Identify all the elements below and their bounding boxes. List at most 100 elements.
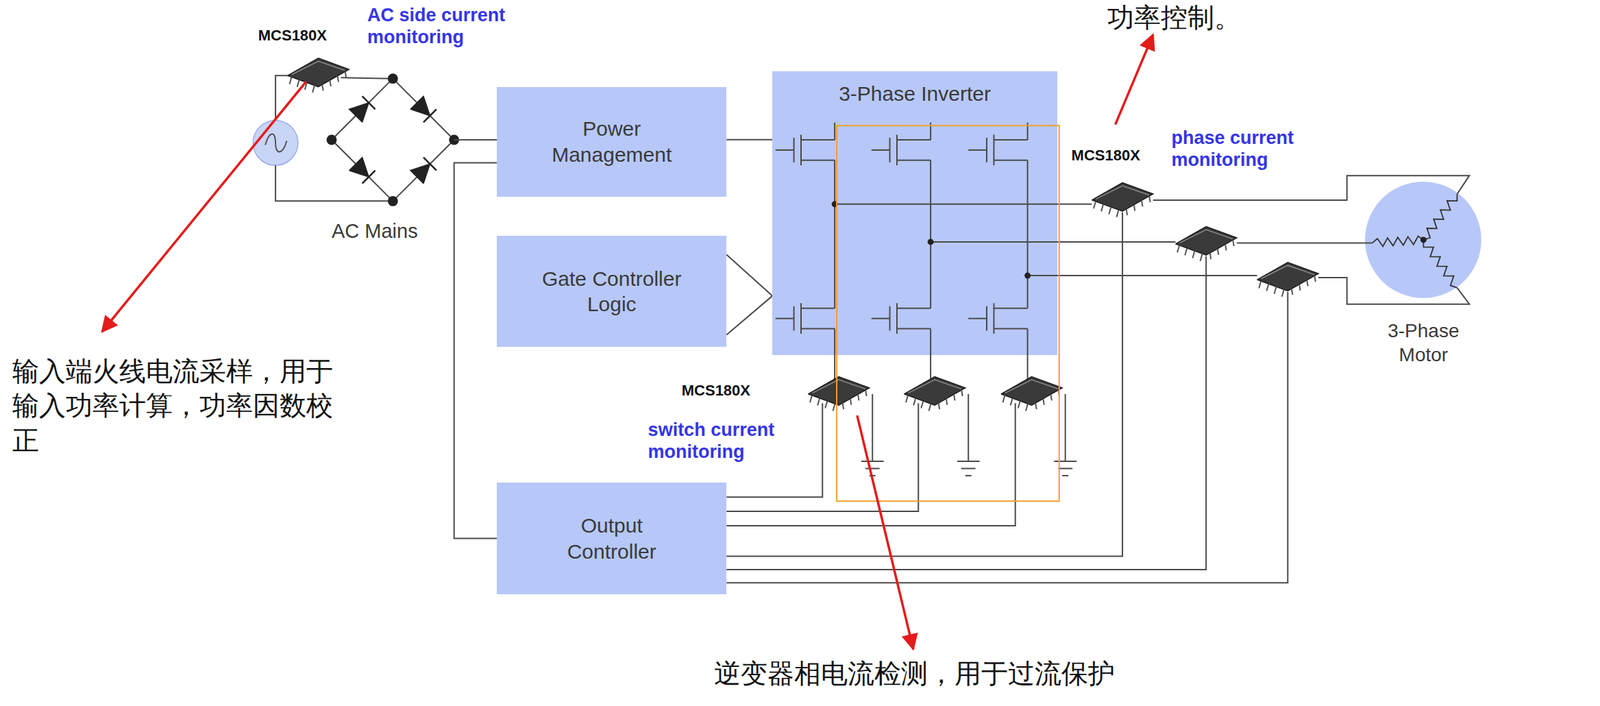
- sensor-chip-pin: [1232, 239, 1234, 246]
- sensor-chip-pin: [1101, 204, 1104, 212]
- callout-note: 输入端火线电流采样，用于 输入功率计算，功率因数校 正: [12, 354, 344, 459]
- sensor-chip-pin: [1126, 208, 1128, 216]
- sensor-chip-body: [1001, 376, 1063, 405]
- mains-wire: [275, 75, 292, 121]
- motor-wire: [1236, 241, 1373, 244]
- box-label: Power Management: [536, 115, 688, 168]
- wire-connector: [454, 163, 498, 539]
- sensor-chip-pin: [1018, 400, 1021, 408]
- mosfet-drain: [993, 139, 1028, 141]
- block-title: 3-Phase Inverter: [838, 80, 991, 107]
- mosfet-drain: [993, 307, 1028, 310]
- sensor-chip-pin: [337, 76, 339, 83]
- sensor-chip-pin: [961, 389, 963, 397]
- inverter-leg: [1027, 328, 1029, 380]
- mosfet-drain: [801, 139, 835, 141]
- sensor-chip-top: [291, 60, 345, 75]
- part-name: MCS180X: [681, 381, 751, 400]
- sensor-chip-body: [903, 376, 965, 405]
- diode-symbol: [410, 95, 430, 116]
- sensor-chip-pin: [1141, 200, 1143, 207]
- sensor-chip-pin: [1149, 195, 1150, 203]
- sensor-chip-pin: [913, 398, 916, 405]
- inverter-leg: [929, 122, 932, 140]
- sensor-chip-pin: [1217, 248, 1219, 255]
- process-box: Power Management: [496, 87, 727, 198]
- sensor-chip-pin: [1002, 395, 1005, 403]
- function-label: switch current monitoring: [648, 418, 813, 464]
- mosfet-gate: [986, 306, 988, 331]
- source-label: AC Mains: [331, 219, 418, 244]
- inverter-leg: [833, 328, 836, 380]
- sensor-chip-pin: [345, 71, 347, 78]
- sensor-chip-pin: [809, 395, 812, 403]
- rectifier-output-wire: [454, 139, 498, 141]
- inverter-leg: [929, 328, 932, 380]
- junction-dot: [448, 134, 460, 146]
- ground-symbol: [1053, 460, 1077, 462]
- diode-symbol: [349, 102, 369, 122]
- ground-wire: [1064, 394, 1067, 462]
- sensor-chip-pin: [817, 398, 820, 405]
- process-box: Output Controller: [496, 482, 727, 594]
- function-label: phase current monitoring: [1171, 126, 1337, 172]
- function-label: AC side current monitoring: [367, 4, 573, 49]
- wire-connector: [726, 139, 773, 141]
- mosfet-source: [801, 159, 835, 162]
- sensor-chip-pin: [1258, 280, 1261, 288]
- mosfet-gate-lead: [871, 317, 891, 320]
- mosfet-drain: [896, 139, 931, 141]
- mosfet-channel: [992, 134, 995, 166]
- mosfet-source: [896, 328, 931, 330]
- sensor-chip-pin: [929, 403, 932, 411]
- part-name: MCS180X: [1071, 146, 1141, 165]
- sensor-chip-top: [1005, 379, 1058, 393]
- ground-symbol: [965, 474, 972, 477]
- callout-arrow: [102, 81, 307, 332]
- sensor-chip-pin: [1035, 402, 1037, 410]
- diode-bar: [362, 170, 376, 184]
- sensor-chip-top: [1261, 265, 1315, 279]
- inverter-box: 3-Phase Inverter: [772, 71, 1057, 355]
- inverter-leg: [1027, 122, 1029, 140]
- mosfet-gate: [889, 137, 891, 163]
- diode-symbol: [410, 163, 430, 183]
- sensor-chip-pin: [920, 400, 923, 408]
- ground-symbol: [861, 460, 884, 462]
- sensor-chip-pin: [1225, 243, 1226, 251]
- bridge-wire: [331, 139, 393, 201]
- mosfet-source: [993, 328, 1028, 330]
- motor-body: [1364, 181, 1482, 299]
- callout-note: 功率控制。: [1107, 0, 1241, 36]
- box-label: Gate Controller Logic: [536, 265, 688, 318]
- sensor-chip-pin: [1200, 253, 1203, 261]
- diode-bar: [362, 95, 376, 109]
- phase-wire: [930, 241, 1176, 243]
- sensor-chip-pin: [1184, 248, 1187, 255]
- sensor-chip-pin: [865, 389, 867, 397]
- junction-dot: [1024, 272, 1031, 279]
- sensor-chip-top: [1179, 229, 1233, 243]
- sensor-chip-pin: [1266, 283, 1269, 291]
- sensor-chip-pin: [953, 394, 955, 401]
- mosfet-gate: [889, 306, 891, 331]
- part-name: MCS180X: [258, 26, 327, 45]
- sensor-chip-pin: [1306, 280, 1308, 287]
- mosfet-channel: [896, 302, 898, 334]
- sensor-chip-pin: [833, 403, 836, 411]
- sensor-chip-pin: [1050, 394, 1052, 401]
- ground-wire: [871, 394, 873, 462]
- mains-wire: [340, 77, 393, 79]
- mosfet-drain: [896, 307, 931, 310]
- sense-wire: [726, 256, 1206, 570]
- ac-source: [252, 120, 299, 166]
- diode-bar: [423, 157, 437, 171]
- motor-wire: [1318, 277, 1470, 305]
- junction-dot: [831, 200, 839, 207]
- sensor-chip-pin: [329, 80, 331, 87]
- ground-symbol: [1062, 474, 1069, 477]
- mosfet-gate-lead: [775, 317, 795, 320]
- mosfet-source: [993, 159, 1028, 162]
- mosfet-gate: [793, 306, 795, 331]
- callout-note: 逆变器相电流检测，用于过流保护: [714, 656, 1115, 692]
